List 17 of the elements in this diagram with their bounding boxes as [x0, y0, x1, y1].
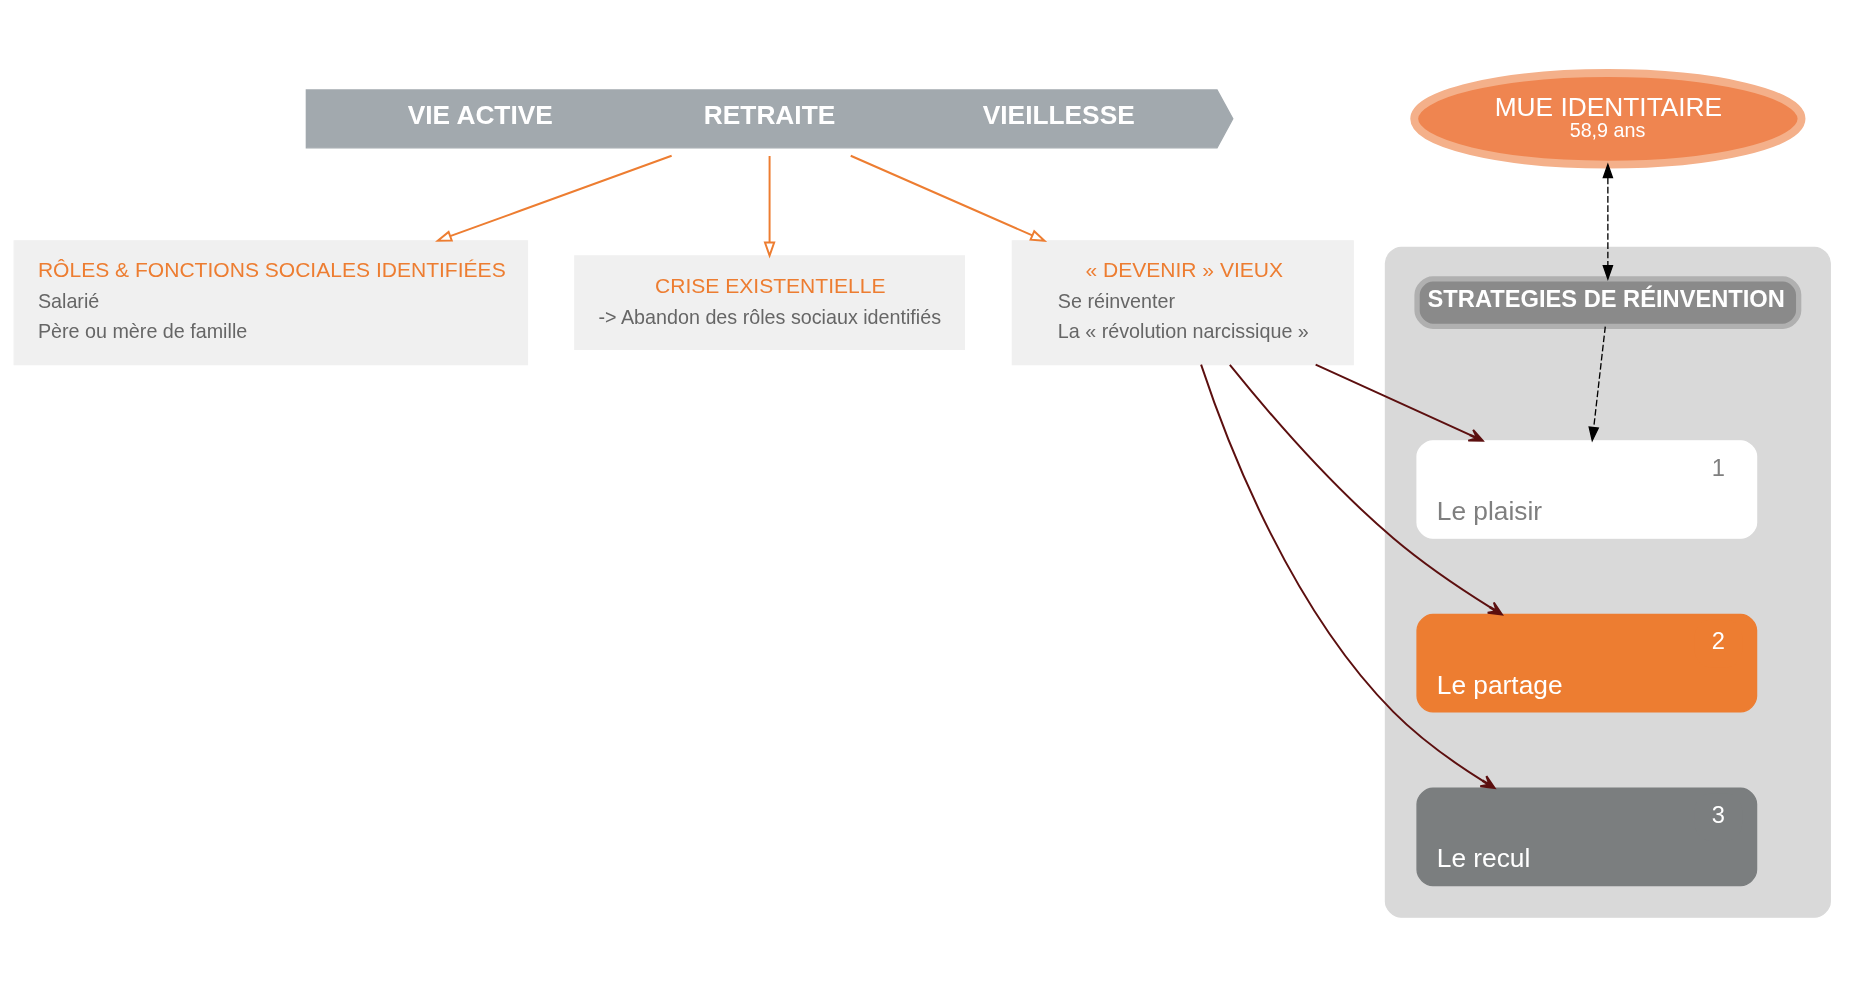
arrow: [1602, 162, 1614, 281]
node-ellipse: MUE IDENTITAIRE 58,9 ans: [1410, 69, 1806, 169]
cluster: [1384, 246, 1831, 918]
arrow: [763, 155, 776, 259]
arrow: [1228, 363, 1503, 616]
node-box: CRISE EXISTENTIELLE -> Abandon des rôles sociaux identifiés: [574, 255, 965, 351]
arrow: [435, 154, 673, 242]
node-box: 2 Le partage: [1416, 613, 1758, 713]
node-box: « DEVENIR » VIEUX Se réinventer La « révolution narcissique »: [1011, 240, 1354, 366]
arrow: [1314, 363, 1484, 442]
arrow: [849, 154, 1048, 242]
node-box: 3 Le recul: [1416, 787, 1758, 887]
arrow: [1200, 363, 1496, 789]
node-box: RÔLES & FONCTIONS SOCIALES IDENTIFIÉES Salarié Père ou mère de famille: [13, 240, 529, 366]
arrow: [1588, 325, 1606, 443]
node-box: 1 Le plaisir: [1416, 440, 1758, 539]
node-box: STRATEGIES DE RÉINVENTION: [1414, 276, 1802, 329]
